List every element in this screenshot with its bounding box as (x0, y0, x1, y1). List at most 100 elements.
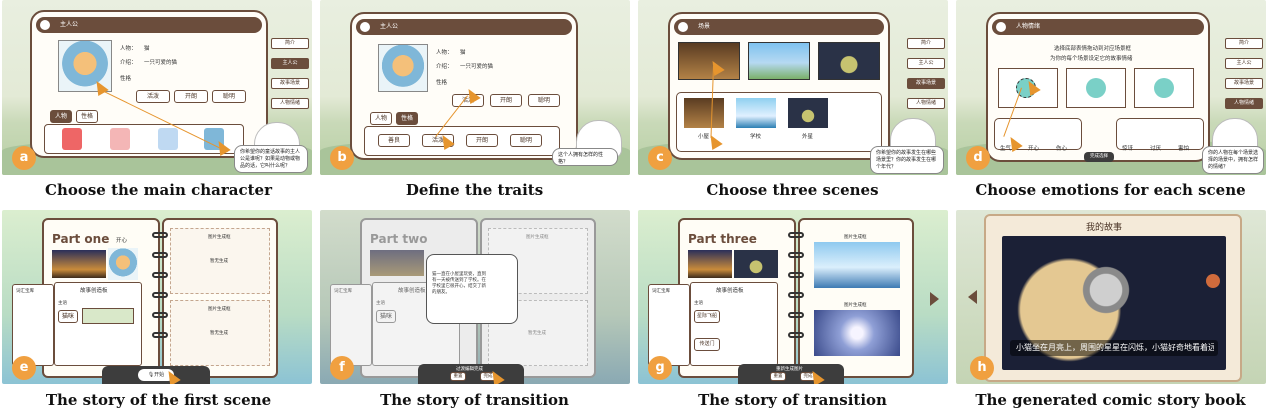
binding-ring (788, 332, 804, 338)
image-frame-label: 图片生成框 (844, 235, 867, 240)
card-header: 主人公 (356, 19, 572, 35)
bottom-bar-label: 重新生成图片 (776, 367, 803, 372)
sidebar-tab-scenes[interactable]: 故事场景 (1225, 78, 1263, 89)
vocab-panel (12, 284, 54, 366)
word-drop-box[interactable] (82, 308, 134, 324)
start-label: 开始 (154, 372, 165, 378)
character-option-2[interactable] (110, 128, 130, 150)
vocab-title: 词汇宝库 (652, 289, 670, 294)
sidebar-tab-character[interactable]: 主人公 (1225, 58, 1263, 69)
emotion-sad[interactable]: 伤心 (1056, 146, 1068, 152)
sidebar-tab-emotions[interactable]: 人物情绪 (907, 98, 945, 109)
trait-button-2[interactable]: 开朗 (174, 90, 208, 103)
emotion-happy[interactable]: 开心 (1028, 146, 1040, 152)
done-button[interactable]: 完成 (800, 372, 816, 381)
trait-slot-3[interactable]: 聪明 (528, 94, 560, 107)
subject-label: 主语 (58, 301, 67, 306)
binding-ring (788, 232, 804, 238)
word-chip[interactable]: 猫咪 (58, 310, 78, 323)
scene-thumbnail (734, 250, 778, 278)
scene-thumbnail (370, 250, 424, 276)
trait-label: 性格 (120, 76, 132, 82)
sidebar-tab-intro[interactable]: 简介 (1225, 38, 1263, 49)
image-frame-label: 图片生成框 (526, 235, 549, 240)
board-panel (690, 282, 778, 366)
confirm-button[interactable]: 完成选择 (1084, 152, 1114, 162)
badge-a: a (12, 146, 36, 170)
instruction-line-1: 选择底部表情拖动到对应场景框 (1054, 46, 1132, 52)
binding-ring (152, 292, 168, 298)
trait-button-3[interactable]: 聪明 (212, 90, 246, 103)
tab-traits[interactable]: 性格 (76, 110, 98, 123)
trait-option-1[interactable]: 善良 (378, 134, 410, 147)
image-frame-bottom (170, 300, 270, 366)
character-option-1[interactable] (62, 128, 82, 150)
sidebar-tab-intro[interactable]: 简介 (907, 38, 945, 49)
sidebar-tab-emotions[interactable]: 人物情绪 (1225, 98, 1263, 109)
header-title: 主人公 (60, 21, 79, 28)
guide-bubble: 你希望你的童话故事的主人公是谁呢？如果是动物或物品的话，它叫什么呢？ (234, 145, 308, 173)
scene-option-2[interactable] (736, 98, 776, 128)
transition-popup[interactable] (426, 254, 518, 324)
sidebar-tab-intro[interactable]: 简介 (271, 38, 309, 49)
generated-image-1 (814, 242, 900, 288)
reset-button[interactable]: 重置 (770, 372, 786, 381)
sidebar-tab-character[interactable]: 主人公 (271, 58, 309, 69)
next-page-icon[interactable] (930, 292, 939, 306)
subtitle-bar (1010, 340, 1218, 356)
scene-slot-3[interactable] (818, 42, 880, 80)
caption-d: Choose emotions for each scene (975, 181, 1246, 199)
sidebar-tab-character[interactable]: 主人公 (907, 58, 945, 69)
trait-label: 性格 (436, 80, 448, 86)
emotion-tray-right (1116, 118, 1204, 150)
tab-character[interactable]: 人物 (370, 112, 392, 125)
image-frame-label: 图片生成框 (844, 303, 867, 308)
trait-option-2[interactable]: 活泼 (422, 134, 454, 147)
emotion-disgust[interactable]: 讨厌 (1150, 146, 1162, 152)
card-header: 人物情绪 (992, 19, 1204, 35)
word-chip-portal[interactable]: 传送门 (694, 338, 720, 351)
trait-option-4[interactable]: 聪明 (510, 134, 542, 147)
tab-character[interactable]: 人物 (50, 110, 72, 123)
emotion-surprised[interactable]: 惊讶 (1122, 146, 1134, 152)
tab-traits[interactable]: 性格 (396, 112, 418, 125)
character-option-4[interactable] (204, 128, 224, 150)
word-chip-spaceship[interactable]: 星际飞船 (694, 310, 720, 323)
sidebar-tab-scenes[interactable]: 故事场景 (271, 78, 309, 89)
character-portrait[interactable] (58, 40, 112, 92)
binding-ring (788, 272, 804, 278)
badge-f: f (330, 356, 354, 380)
guide-bubble: 你希望你的故事发生在哪些场景里？你的故事发生在哪个年代？ (870, 146, 944, 174)
scene-slot-2[interactable] (748, 42, 810, 80)
emotion-fear[interactable]: 害怕 (1178, 146, 1190, 152)
emotion-face-in-slot (1154, 78, 1174, 98)
done-button[interactable]: 完成 (480, 372, 496, 381)
panel-g: Part three 图片生成框 图片生成框 词汇宝库 故事创造板 主语 星际飞… (638, 210, 948, 384)
prev-page-icon[interactable] (968, 290, 977, 304)
word-chip[interactable]: 猫咪 (376, 310, 396, 323)
panel-a: 主人公 人物： 猫 介绍： 一只可爱的猫 性格 活泼 开朗 聪明 人物 性格 简… (2, 0, 312, 175)
header-title: 场景 (698, 23, 711, 30)
scene-option-3[interactable] (788, 98, 828, 128)
card-emotions: 人物情绪 选择底部表情拖动到对应场景框 为你的每个场景设定它的故事情绪 生气 开… (986, 12, 1210, 162)
caption-c: Choose three scenes (706, 181, 879, 199)
scene-option-1[interactable] (684, 98, 724, 128)
sidebar-tab-emotions[interactable]: 人物情绪 (271, 98, 309, 109)
image-frame-label: 图片生成框 (208, 307, 231, 312)
emotion-tag: 开心 (116, 238, 128, 244)
sidebar-tab-scenes[interactable]: 故事场景 (907, 78, 945, 89)
bottom-bar (738, 364, 844, 384)
storybook-title: 我的故事 (1086, 223, 1123, 233)
trait-slot-2[interactable]: 开朗 (490, 94, 522, 107)
character-option-3[interactable] (158, 128, 178, 150)
caption-f: The story of transition (380, 391, 569, 409)
trait-button-1[interactable]: 活泼 (136, 90, 170, 103)
reset-button[interactable]: 重置 (450, 372, 466, 381)
emotion-angry[interactable]: 生气 (1000, 146, 1012, 152)
trait-option-3[interactable]: 开朗 (466, 134, 498, 147)
panel-h: 我的故事 小猫坐在月亮上，周围的星星在闪烁，小猫好奇地看着远方 h (956, 210, 1266, 384)
scene-slot-1[interactable] (678, 42, 740, 80)
board-panel (54, 282, 142, 366)
start-button[interactable]: 🎙开始 (138, 369, 174, 381)
header-dot (360, 22, 370, 32)
